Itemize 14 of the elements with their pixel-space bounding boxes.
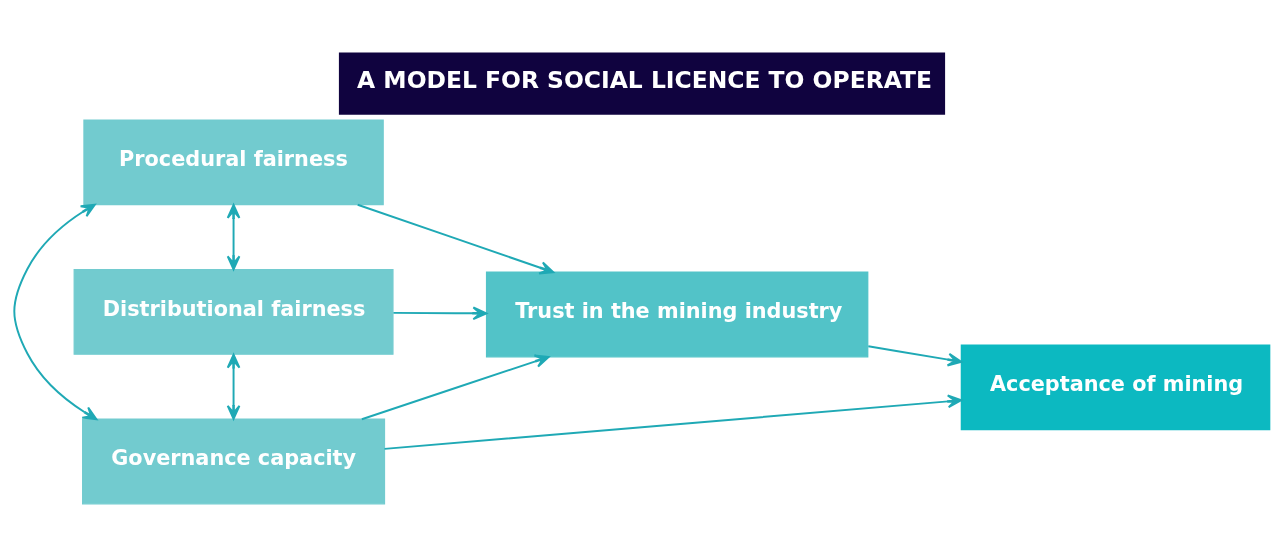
node-box: Trust in the mining industry: [485, 271, 869, 358]
node-box: Acceptance of mining: [960, 344, 1271, 431]
arrow: [867, 345, 963, 367]
arrow: [226, 353, 241, 420]
arrow: [356, 203, 555, 275]
arrow: [226, 203, 241, 271]
arrow: [392, 306, 488, 321]
diagram-title: A MODEL FOR SOCIAL LICENCE TO OPERATE: [357, 66, 932, 95]
arrow: [360, 354, 550, 421]
arrow: [383, 394, 963, 450]
node-box: Distributional fairness: [73, 269, 394, 355]
arrow: [13, 203, 98, 421]
node-box: Procedural fairness: [83, 119, 384, 206]
node-box: Governance capacity: [82, 418, 386, 505]
